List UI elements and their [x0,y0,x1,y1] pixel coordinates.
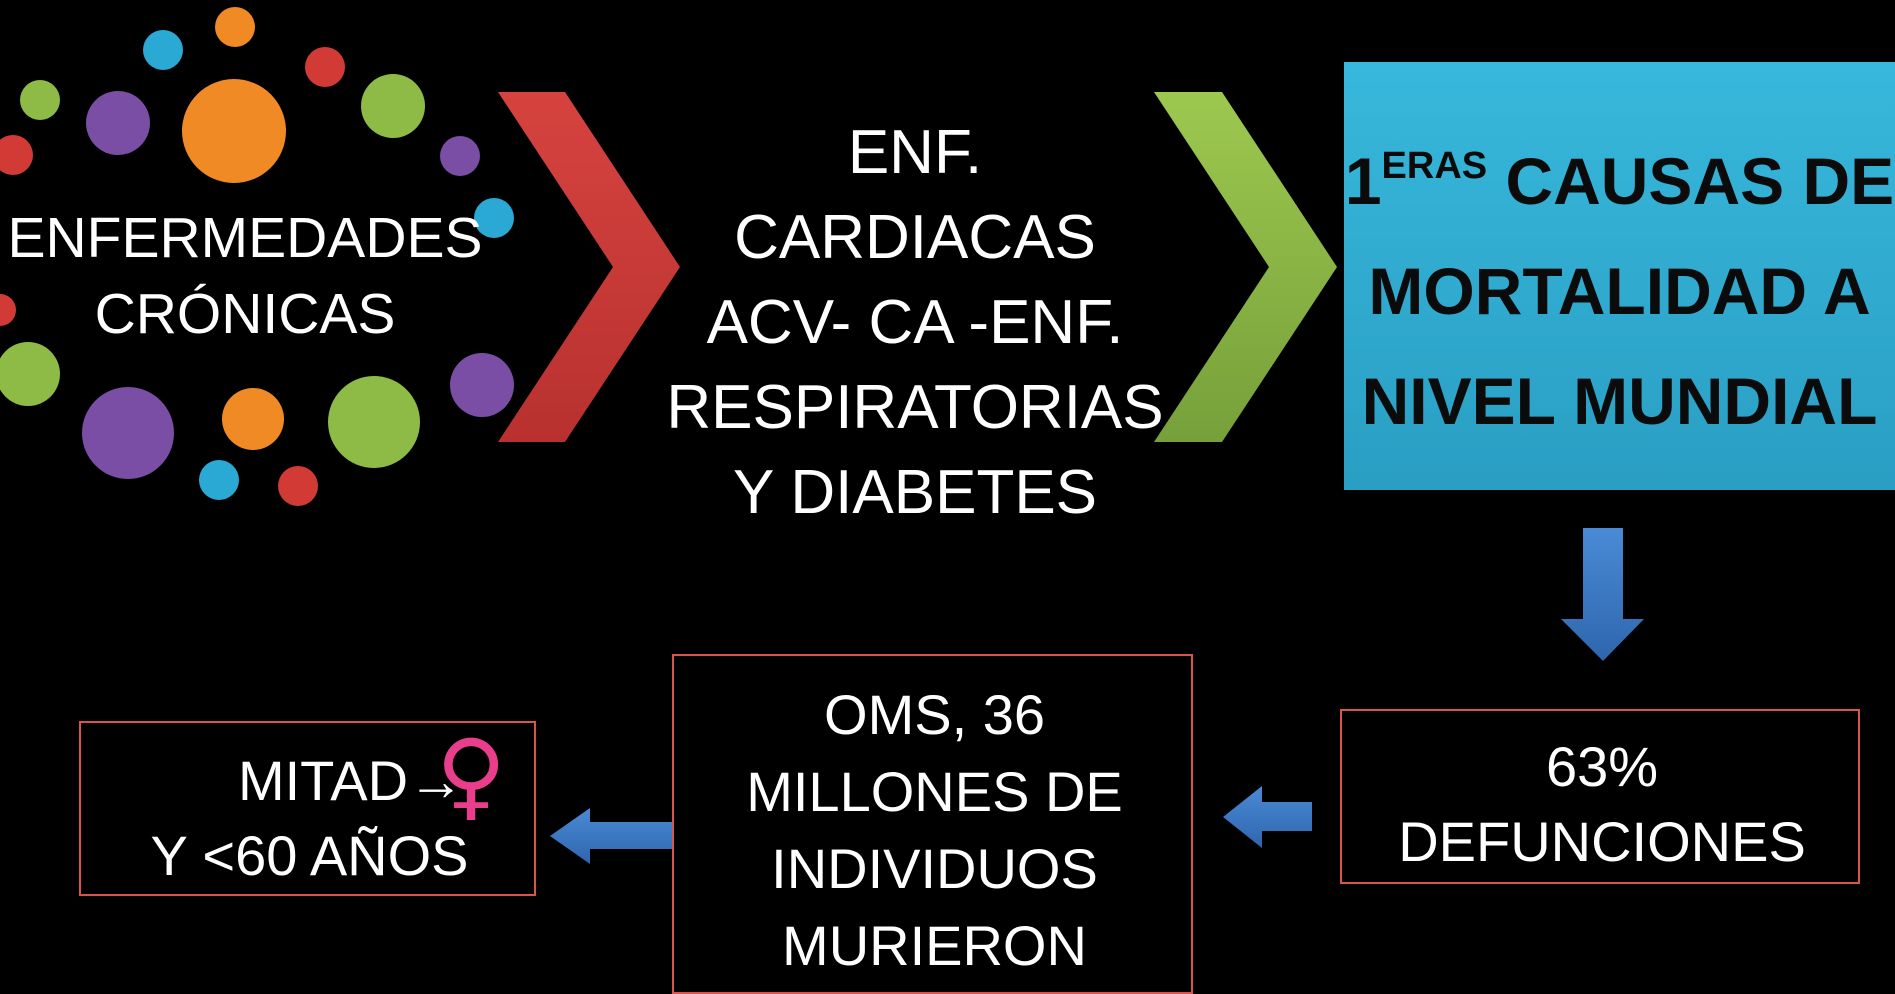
disease-line: RESPIRATORIAS [666,373,1164,442]
chronic-diseases-line1: ENFERMEDADES [7,206,483,270]
deaths-label: DEFUNCIONES [1398,810,1806,873]
oms-deaths-text: OMS, 36 MILLONES DE INDIVIDUOS MURIERON [674,676,1195,984]
causes-line2: MORTALIDAD A [1368,254,1871,328]
green-chevron-arrow [1154,92,1337,442]
causes-line1-rest: CAUSAS DE [1487,144,1895,218]
disease-list-label: ENF. CARDIACAS ACV- CA -ENF. RESPIRATORI… [660,110,1170,535]
dot [82,387,174,479]
leading-causes-text: 1ERAS CAUSAS DE MORTALIDAD A NIVEL MUNDI… [1344,126,1895,456]
oms-deaths-box: OMS, 36 MILLONES DE INDIVIDUOS MURIERON [672,654,1193,994]
dot [199,460,239,500]
half-under-60-box: MITAD→ Y <60 AÑOS [79,721,536,896]
female-icon: ♀ [436,719,507,831]
causes-ordinal-superscript: ERAS [1381,145,1488,187]
deaths-percentage-box: 63% DEFUNCIONES [1340,709,1860,884]
causes-line3: NIVEL MUNDIAL [1361,364,1878,438]
dot [305,47,345,87]
dot [450,353,514,417]
dot [440,136,480,176]
dot-cluster [0,7,514,506]
oms-line: INDIVIDUOS [771,837,1098,900]
dot [86,91,150,155]
dot [278,466,318,506]
dot [361,74,425,138]
deaths-percent: 63% [1545,735,1659,798]
left-arrow-small [1223,786,1312,848]
chronic-diseases-line2: CRÓNICAS [94,282,396,346]
chronic-diseases-label: ENFERMEDADES CRÓNICAS [0,200,490,352]
oms-line: MURIERON [782,914,1087,977]
disease-line: Y DIABETES [732,458,1098,527]
dot [0,294,16,326]
dot [182,79,286,183]
disease-line: ENF. CARDIACAS [734,118,1096,272]
deaths-percentage-text: 63% DEFUNCIONES [1342,729,1862,879]
dot [215,7,255,47]
oms-line: MILLONES DE [746,760,1123,823]
under-60-label: Y <60 AÑOS [150,824,469,887]
dot [222,388,284,450]
half-label: MITAD→ [237,749,465,812]
causes-ordinal: 1 [1344,144,1382,218]
red-chevron-arrow [498,92,680,442]
dot [143,30,183,70]
leading-causes-box: 1ERAS CAUSAS DE MORTALIDAD A NIVEL MUNDI… [1344,62,1895,490]
dot [0,135,33,175]
disease-line: ACV- CA -ENF. [706,288,1124,357]
down-arrow [1561,528,1644,661]
dot [474,198,514,238]
causes-line1: 1ERAS CAUSAS DE [1344,126,1895,236]
dot [0,342,60,406]
left-arrow-large [550,808,673,864]
dot [20,80,60,120]
dot [328,376,420,468]
oms-line: OMS, 36 [824,683,1045,746]
